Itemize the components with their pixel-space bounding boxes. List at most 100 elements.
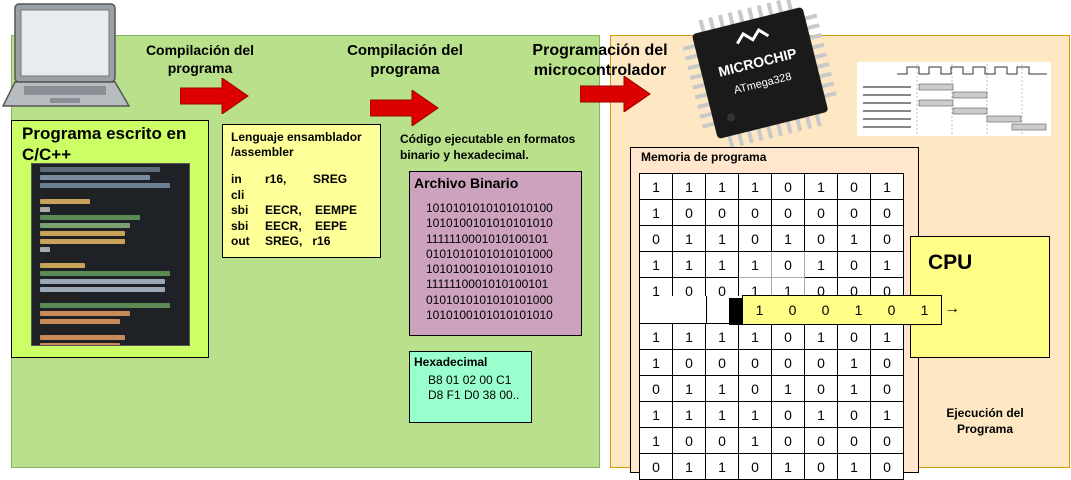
register-bit: 1 [755,302,764,318]
memory-bit: 0 [705,199,739,226]
memory-bit: 0 [738,225,772,252]
memory-bit: 1 [705,453,739,480]
memory-bit: 1 [870,401,904,428]
memory-bit: 1 [870,323,904,350]
memory-title: Memoria de programa [641,150,767,164]
fetch-arrow-icon: → [944,300,960,317]
memory-bit: 1 [804,401,838,428]
register-bit: 0 [887,302,896,318]
timing-diagram-icon [857,62,1051,136]
memory-bit: 1 [639,427,673,454]
memory-bit: 0 [672,427,706,454]
assembly-line: cli [231,187,245,202]
memory-bit: 1 [705,401,739,428]
compile-step-label-2: Compilación del programa [347,42,463,78]
memory-bit: 1 [738,251,772,278]
memory-bit: 0 [771,323,805,350]
memory-bit: 1 [705,173,739,200]
memory-bit: 1 [738,427,772,454]
binary-line: 1010100101010101010 [426,262,553,277]
memory-bit: 1 [738,173,772,200]
memory-bit: 0 [672,349,706,376]
memory-bit: 0 [705,427,739,454]
arrow-right-icon [370,90,439,126]
memory-bit: 0 [804,453,838,480]
register-bit: 0 [788,302,797,318]
memory-bit: 0 [771,199,805,226]
memory-bit: 0 [771,251,805,278]
code-editor-screenshot [31,163,190,346]
memory-bit: 1 [837,453,871,480]
memory-bit: 0 [837,173,871,200]
memory-bit: 0 [837,401,871,428]
memory-bit: 0 [804,375,838,402]
binary-line: 1010101010101010100 [426,201,553,215]
memory-bit: 0 [672,199,706,226]
memory-bit: 1 [639,323,673,350]
memory-bit: 0 [837,199,871,226]
binary-file-box: Archivo Binario 1010101010101010100 1010… [409,171,582,336]
memory-bit: 0 [705,349,739,376]
memory-bit: 1 [672,251,706,278]
memory-bit: 0 [837,323,871,350]
memory-bit: 0 [870,349,904,376]
memory-bit: 1 [705,323,739,350]
memory-bit: 1 [672,453,706,480]
hex-title: Hexadecimal [414,355,488,369]
hexadecimal-box: Hexadecimal B8 01 02 00 C1 D8 F1 D0 38 0… [409,351,532,423]
binary-line: 0101010101010101000 [426,292,553,307]
memory-bit: 1 [771,453,805,480]
memory-bit: 0 [771,173,805,200]
memory-bit: 0 [870,225,904,252]
memory-bit: 1 [705,251,739,278]
memory-bit: 1 [771,375,805,402]
memory-bit: 1 [639,251,673,278]
programming-step-label: Programación del microcontrolador [532,42,668,79]
register-bit: 1 [920,302,929,318]
memory-bit: 0 [639,375,673,402]
executable-description: Código ejecutable en formatos binario y … [400,132,576,162]
memory-bit: 0 [870,453,904,480]
memory-bit: 1 [639,199,673,226]
memory-bit: 1 [705,375,739,402]
hex-line: B8 01 02 00 C1 [428,373,512,387]
register-bit: 0 [821,302,830,318]
assembly-title: Lenguaje ensamblador /assembler [231,130,362,159]
binary-title: Archivo Binario [414,175,519,191]
memory-bit: 1 [672,225,706,252]
memory-bit: 1 [771,225,805,252]
memory-bit: 1 [804,323,838,350]
memory-bit: 1 [672,401,706,428]
memory-bit: 1 [804,251,838,278]
arrow-right-icon [580,76,651,112]
memory-bit: 0 [738,349,772,376]
memory-bit: 1 [672,375,706,402]
laptop-icon [2,3,130,107]
microcontroller-chip-icon: MICROCHIP ATmega328 [683,0,837,148]
binary-line: 1010100101010101010 [426,216,553,231]
binary-line: 0101010101010101000 [426,246,553,261]
memory-bit: 0 [804,349,838,376]
memory-bit: 1 [738,401,772,428]
memory-bit: 0 [771,401,805,428]
binary-line: 1111110001010100101 [426,231,549,246]
memory-bit: 0 [738,375,772,402]
source-title: Programa escrito en C/C++ [22,124,187,164]
memory-bit: 1 [672,323,706,350]
memory-bit: 0 [804,225,838,252]
memory-bit: 0 [771,349,805,376]
memory-bit: 0 [738,453,772,480]
